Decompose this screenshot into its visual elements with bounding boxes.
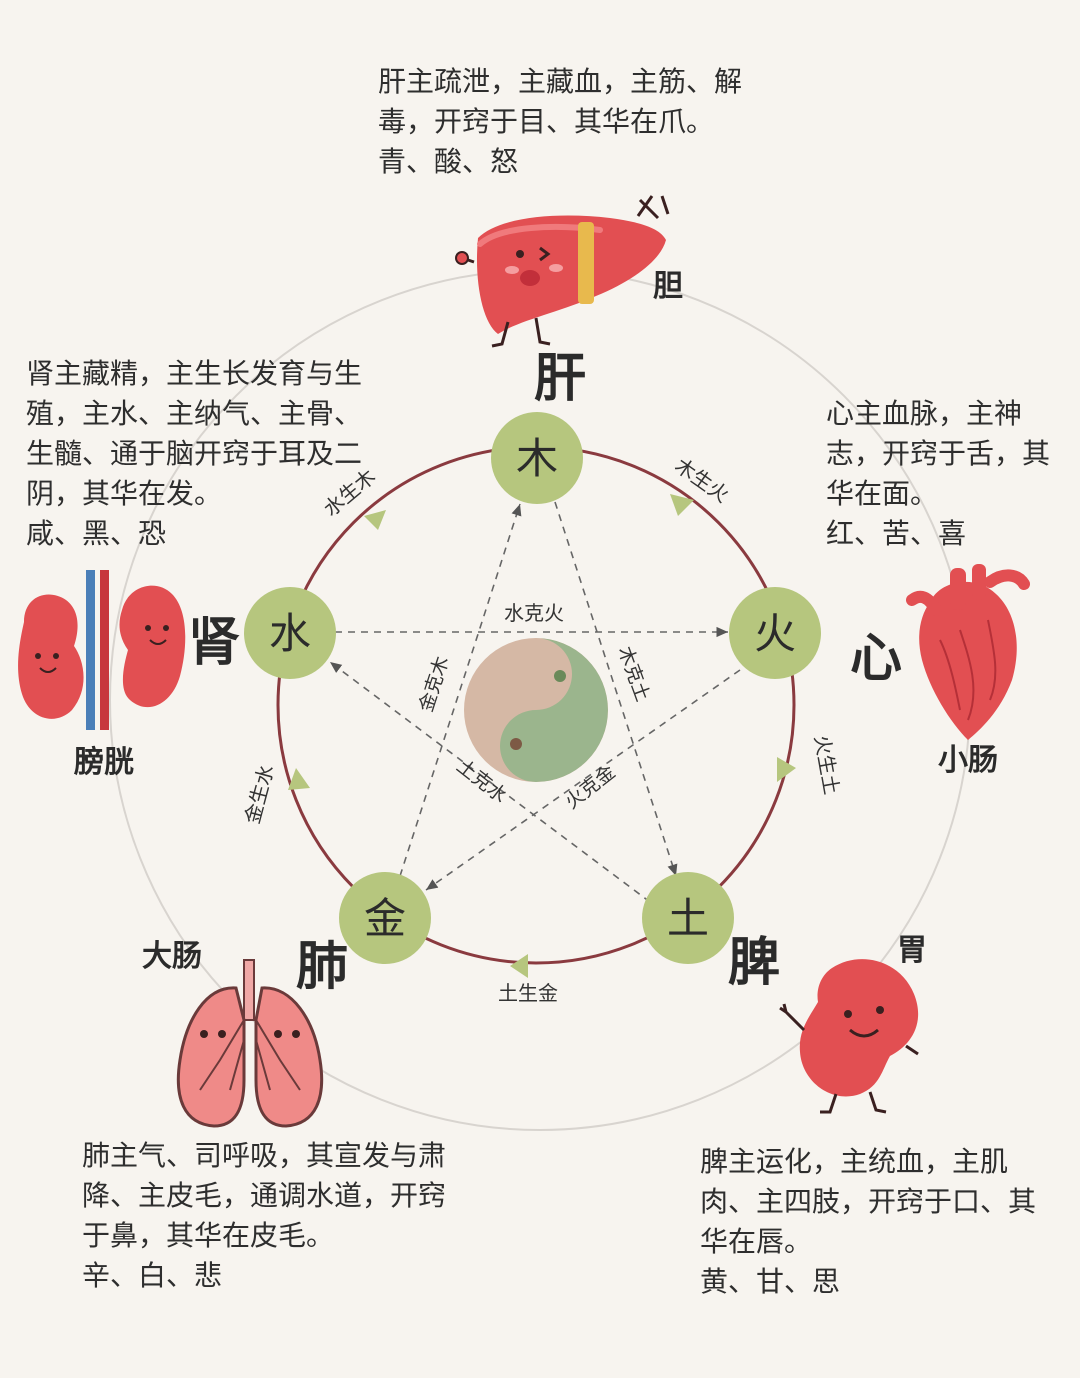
line-wood-earth [554,501,678,877]
fu-large-intestine: 大肠 [142,939,202,974]
line-earth-water [329,661,651,903]
label-metal-wood: 金克木 [415,654,454,715]
element-wood: 木 [491,412,583,504]
element-water-char: 水 [269,609,311,658]
fu-small-intestine: 小肠 [938,743,998,778]
element-wood-char: 木 [516,434,558,483]
label-water-fire: 水克火 [504,601,564,625]
element-fire-char: 火 [754,609,796,658]
label-metal-water: 金生水 [240,762,279,826]
generating-arrows [288,494,796,978]
yin-yang-symbol [464,638,608,782]
label-wood-earth: 木克土 [614,643,654,704]
line-metal-wood [399,503,522,877]
fu-bladder: 膀胱 [73,745,134,780]
label-fire-earth: 火生土 [810,733,844,796]
zang-lung: 肺 [296,937,348,997]
arrow-fire-earth [777,757,796,782]
stomach-illustration [779,959,919,1114]
zang-spleen: 脾 [728,933,780,993]
arrow-water-wood [364,510,386,530]
element-earth: 土 [642,872,734,964]
arrow-earth-metal [510,954,528,978]
zang-liver: 肝 [534,349,586,409]
fu-stomach: 胃 [897,933,927,968]
kidneys-illustration [18,570,186,730]
liver-description: 肝主疏泄，主藏血，主筋、解 毒，开窍于目、其华在爪。 青、酸、怒 [378,65,743,178]
element-metal: 金 [339,872,431,964]
liver-illustration [455,195,670,348]
lung-description: 肺主气、司呼吸，其宣发与肃 降、主皮毛，通调水道，开窍 于鼻，其华在皮毛。 辛、… [82,1139,447,1292]
element-metal-char: 金 [364,894,406,943]
lungs-illustration [176,959,324,1128]
fu-gallbladder: 胆 [653,269,683,304]
spleen-description: 脾主运化，主统血，主肌 肉、主四肢，开窍于口、其 华在唇。 黄、甘、思 [700,1145,1037,1298]
zang-kidney: 肾 [188,613,240,673]
heart-description: 心主血脉，主神 志，开窍于舌，其 华在面。 红、苦、喜 [826,397,1051,550]
element-water: 水 [244,587,336,679]
kidney-description: 肾主藏精，主生长发育与生 殖，主水、主纳气、主骨、 生髓、通于脑开窍于耳及二 阴… [26,357,363,550]
element-earth-char: 土 [667,894,709,943]
heart-illustration [906,564,1030,740]
arrow-wood-fire [670,494,694,516]
label-earth-metal: 土生金 [498,981,558,1005]
controlling-star [329,501,741,903]
arrow-metal-water [288,768,310,790]
element-fire: 火 [729,587,821,679]
zang-heart: 心 [850,629,902,689]
